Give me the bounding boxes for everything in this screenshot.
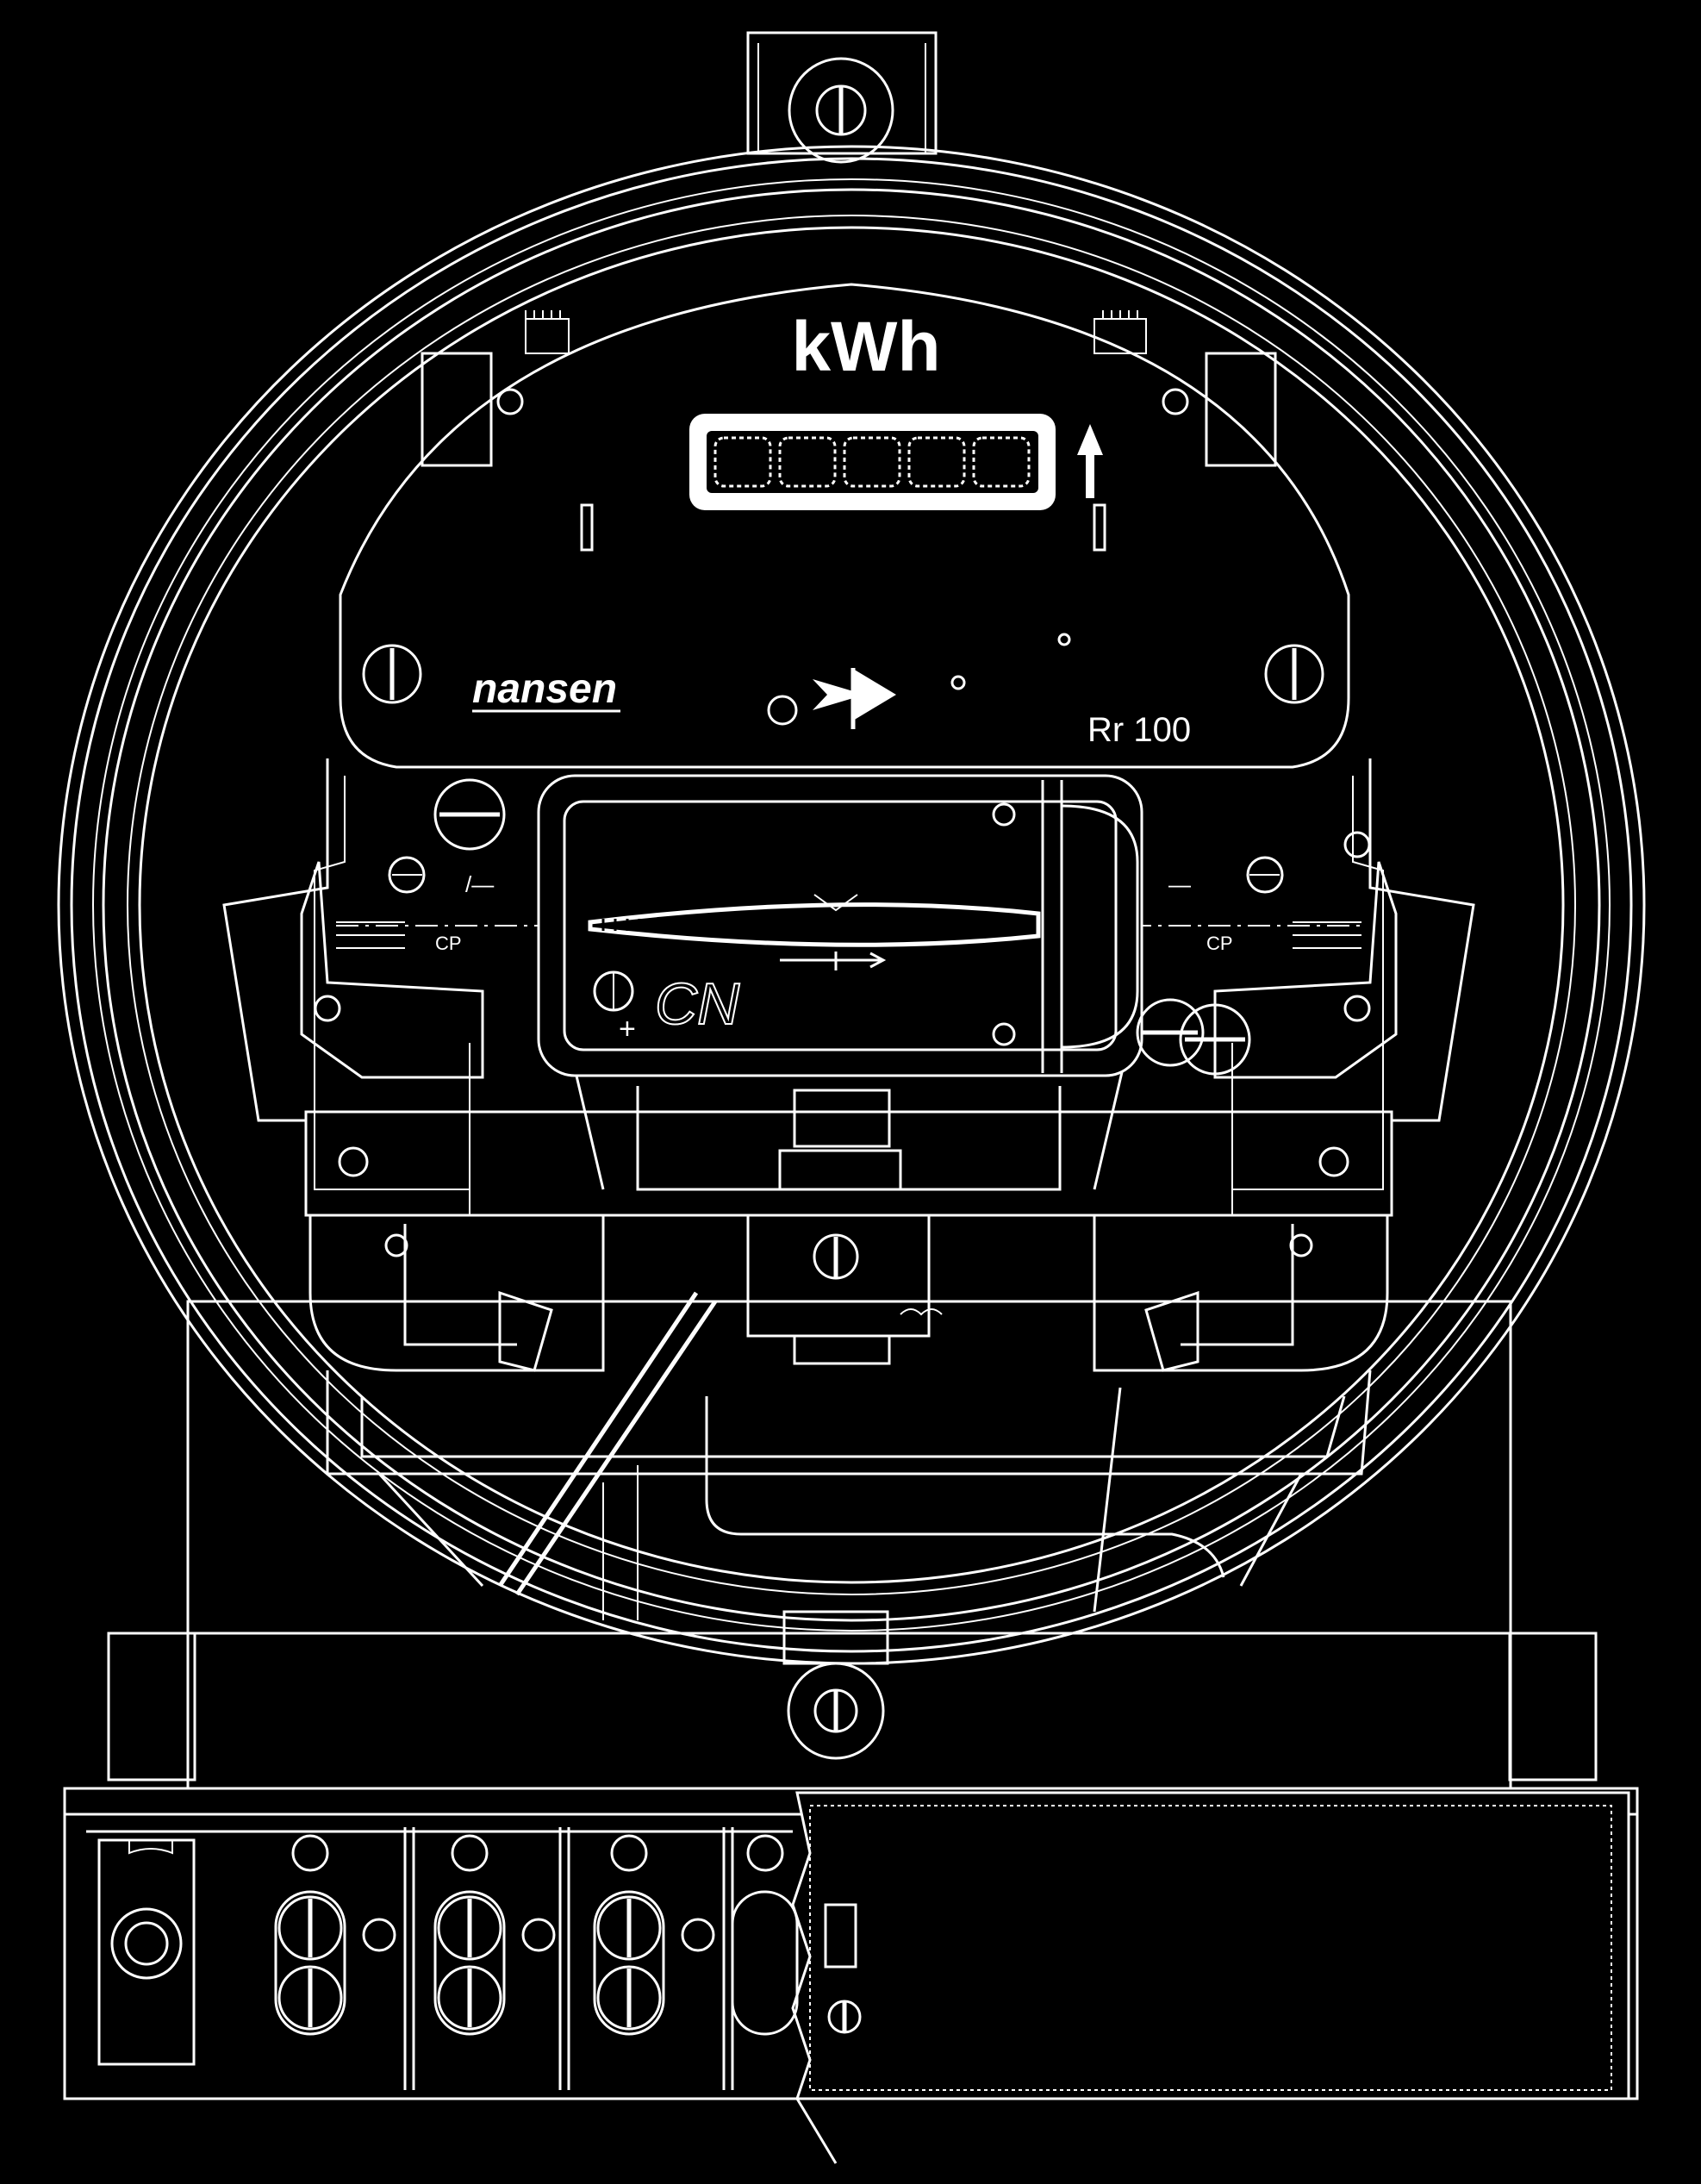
terminal-slot <box>274 1890 346 2036</box>
terminal-screw <box>596 1965 662 2031</box>
unit-label: kWh <box>791 308 940 386</box>
terminal-hole <box>451 1834 489 1872</box>
register-digit-wheel <box>713 436 772 488</box>
cp-label-right: CP <box>1206 933 1233 954</box>
plate-screw-right <box>1264 644 1324 704</box>
small-hole <box>1057 633 1071 646</box>
brand-logo: nansen <box>472 666 617 712</box>
adjust-screw-icon <box>1136 998 1205 1067</box>
coil-left <box>308 1215 605 1372</box>
terminal-hole <box>521 1918 556 1952</box>
terminal-screw <box>437 1965 502 2031</box>
clamp-right <box>1179 831 1398 1177</box>
plate-screw-left <box>362 644 422 704</box>
terminal-screw-pair <box>433 1834 556 2036</box>
register-digit-wheel <box>778 436 837 488</box>
adjust-screw-icon <box>593 970 634 1012</box>
small-hole <box>767 695 798 726</box>
terminal-hole <box>362 1918 396 1952</box>
terminal-hole <box>610 1834 648 1872</box>
rotor-disc <box>588 894 1041 947</box>
terminal-screw <box>437 1895 502 1961</box>
terminal-screw-pair <box>731 1834 799 2036</box>
terminal-slot <box>433 1890 506 2036</box>
terminal-screw <box>277 1965 343 2031</box>
bottom-seal-tab <box>782 1610 889 1760</box>
dial-plate <box>339 283 1350 769</box>
terminal-cover <box>791 1791 1630 2164</box>
rotor-direction-icon <box>813 668 896 729</box>
top-mounting-tab <box>746 31 938 164</box>
register-digit-wheel <box>972 436 1031 488</box>
terminal-screw-pair <box>274 1834 396 2036</box>
terminal-screw <box>277 1895 343 1961</box>
internal-wiring <box>326 1291 1372 1620</box>
disc-window <box>537 774 1143 1077</box>
register-window <box>689 414 1056 510</box>
minus-label-left: /— <box>465 871 494 897</box>
disc-marking: CN <box>655 971 740 1037</box>
cp-label-left: CP <box>435 933 462 954</box>
plus-label: + <box>619 1013 636 1045</box>
arrow-up-icon <box>1077 424 1103 498</box>
terminal-slot <box>731 1890 799 2036</box>
register-stem <box>746 1089 943 1365</box>
terminal-slot <box>593 1890 665 2036</box>
plate-slot-right <box>1093 503 1106 552</box>
register-digit-wheel <box>843 436 901 488</box>
plate-slot-left <box>580 503 594 552</box>
meter-constant: Rr 100 <box>1087 711 1191 749</box>
terminal-hole <box>746 1834 784 1872</box>
terminal-screw <box>596 1895 662 1961</box>
terminal-hole <box>291 1834 329 1872</box>
register-digit-wheel <box>907 436 966 488</box>
minus-label-right: — <box>1168 871 1191 897</box>
disc-arrow-icon <box>780 952 887 970</box>
terminal-screw-pair <box>593 1834 715 2036</box>
small-hole <box>950 675 966 690</box>
coil-right <box>1093 1215 1389 1372</box>
clamp-left <box>300 778 506 1177</box>
terminal-hole <box>681 1918 715 1952</box>
